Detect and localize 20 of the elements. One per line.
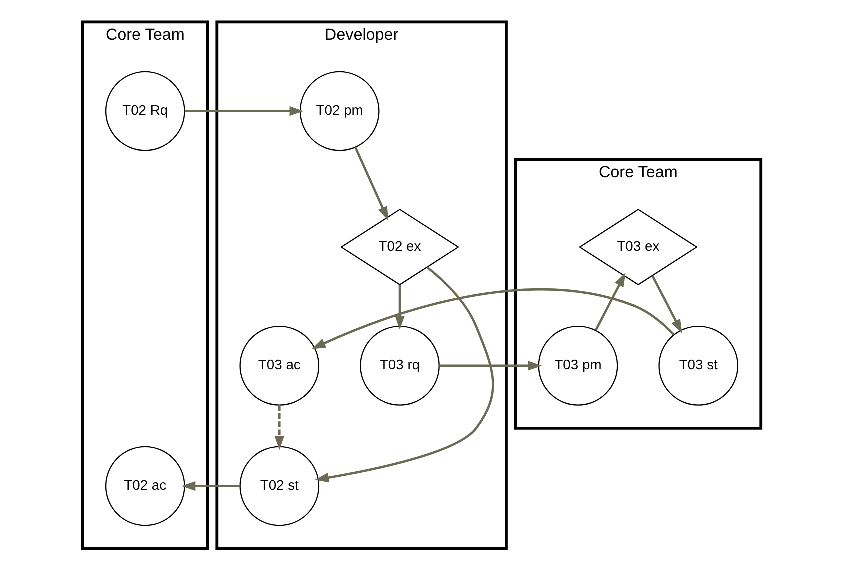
- node-diamond: T02 ex: [340, 209, 460, 286]
- node-circle: T02 Rq: [104, 71, 185, 152]
- arrow: [181, 481, 240, 492]
- node-circle: T02 ac: [104, 446, 185, 526]
- arrow: [439, 361, 542, 371]
- arrow: [594, 272, 626, 331]
- node-diamond: T03 ex: [578, 209, 698, 286]
- arrow: [394, 284, 404, 330]
- arrow: [354, 147, 388, 221]
- node-circle: T02 st: [239, 446, 320, 526]
- arrow: [274, 405, 284, 450]
- arrow: [314, 266, 494, 483]
- node-circle: T02 pm: [299, 71, 380, 152]
- arrow: [651, 276, 682, 334]
- node-circle: T03 pm: [538, 326, 618, 406]
- arrow: [184, 106, 304, 116]
- node-circle: T03 st: [658, 326, 738, 406]
- node-circle: T03 rq: [360, 326, 440, 406]
- arrow: [311, 288, 674, 350]
- node-circle: T03 ac: [239, 326, 320, 406]
